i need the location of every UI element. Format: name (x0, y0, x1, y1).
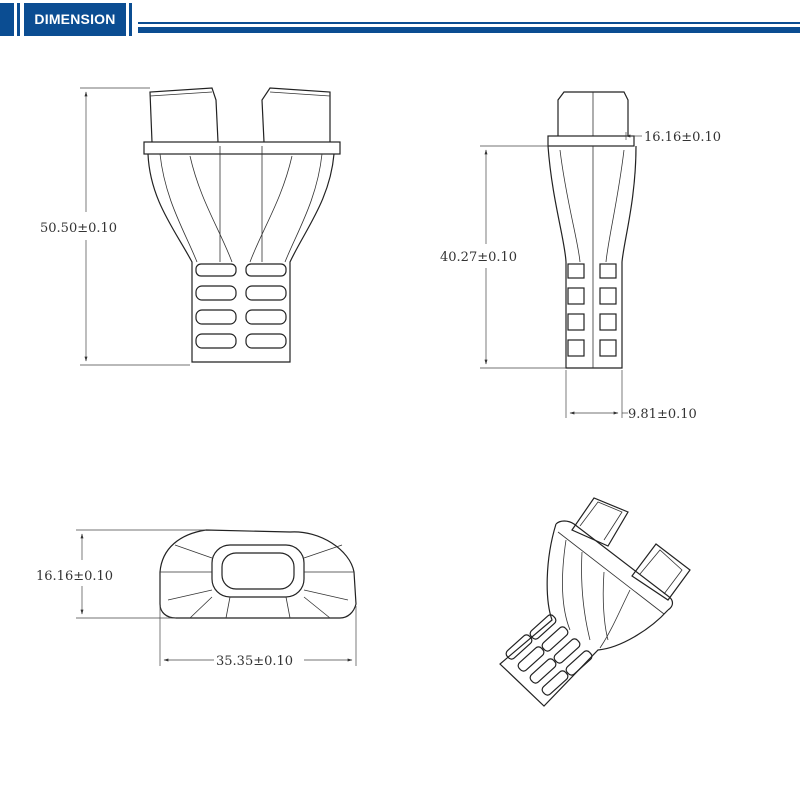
side-prong (557, 91, 629, 136)
top-outline (159, 529, 357, 619)
top-inner-opening (221, 552, 295, 590)
header-accent-stripe (17, 3, 20, 36)
side-top-width-label: 16.16±0.10 (644, 130, 721, 145)
top-view: 16.16±0.10 35.35±0.10 (36, 529, 357, 669)
header-banner: DIMENSION (0, 0, 800, 40)
iso-prong-front (631, 543, 691, 601)
front-right-prong (261, 87, 331, 143)
front-left-prong (149, 87, 219, 143)
isometric-view (499, 497, 691, 707)
front-view: 50.50±0.10 (40, 87, 341, 366)
header-tab (24, 3, 126, 36)
side-bottom-width-label: 9.81±0.10 (628, 407, 697, 422)
side-height-label: 40.27±0.10 (440, 250, 517, 265)
iso-prong-back (571, 497, 629, 547)
top-width-label: 35.35±0.10 (216, 654, 293, 669)
iso-flange (555, 520, 674, 611)
header-rule-thick (138, 27, 800, 33)
side-flange (547, 135, 635, 147)
front-grip-slots (195, 263, 287, 349)
front-flange (143, 141, 341, 155)
side-view: 16.16±0.10 40.27±0.10 9.81±0.10 (440, 91, 721, 422)
front-height-label: 50.50±0.10 (40, 221, 117, 236)
iso-body (499, 523, 669, 707)
top-height-label: 16.16±0.10 (36, 569, 113, 584)
page-title: DIMENSION (34, 11, 116, 27)
header-rule-thin (138, 22, 800, 24)
side-grip-slots (567, 263, 617, 357)
side-body (547, 145, 637, 369)
top-outer-opening (211, 544, 305, 598)
header-accent-stripe (129, 3, 132, 36)
front-body (147, 153, 335, 363)
iso-grip-slots (505, 614, 593, 696)
header-accent-block (0, 3, 14, 36)
